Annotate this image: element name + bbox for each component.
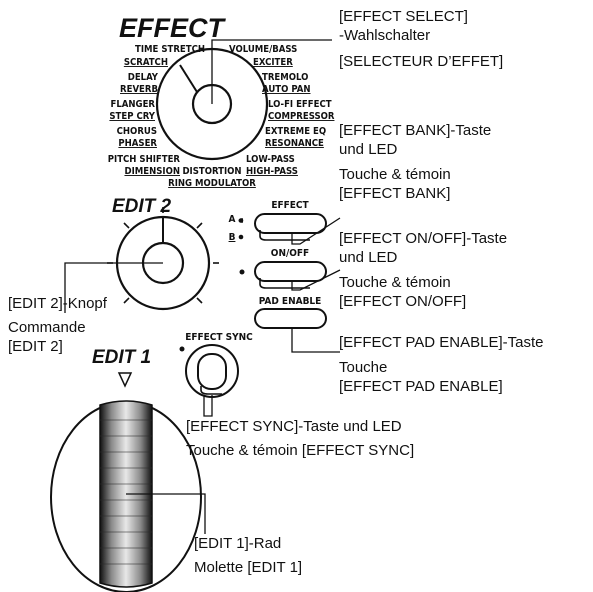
label-dimension: DIMENSION [124, 166, 180, 177]
callout-pad-enable-fr: Touche [EFFECT PAD ENABLE] [339, 358, 503, 396]
callout-pad-enable-fr-line1: Touche [339, 359, 388, 376]
label-phaser: PHASER [118, 138, 157, 149]
label-tremolo: TREMOLO [262, 72, 308, 83]
effect-onoff-button-shadow [259, 278, 310, 289]
label-ring-modulator: RING MODULATOR [168, 178, 256, 189]
label-auto-pan: AUTO PAN [262, 84, 311, 95]
callout-edit2-fr-line2: [EDIT 2] [8, 338, 63, 355]
callout-line-effect-onoff [291, 269, 341, 291]
callout-pad-enable: [EFFECT PAD ENABLE]-Taste [339, 334, 544, 351]
bank-a-led [238, 218, 244, 223]
label-scratch: SCRATCH [124, 57, 168, 68]
label-volume-bass: VOLUME/BASS [229, 44, 297, 55]
label-exciter: EXCITER [253, 57, 293, 68]
label-resonance: RESONANCE [265, 138, 324, 149]
label-step-cry: STEP CRY [109, 111, 155, 122]
label-time-stretch: TIME STRETCH [135, 44, 205, 55]
callout-effect-onoff-line1: [EFFECT ON/OFF]-Taste [339, 230, 508, 247]
callout-effect-sync-fr: Touche & témoin [EFFECT SYNC] [186, 442, 415, 459]
label-high-pass: HIGH-PASS [246, 166, 298, 177]
callout-edit1-fr: Molette [EDIT 1] [194, 559, 303, 576]
callout-effect-onoff-line2: und LED [339, 249, 398, 266]
label-delay: DELAY [128, 72, 159, 83]
callout-effect-select-line1: [EFFECT SELECT] [339, 8, 468, 25]
effect-bank-button-shadow [259, 230, 310, 241]
callout-effect-bank-fr: Touche & témoin [EFFECT BANK] [339, 165, 451, 203]
onoff-led [239, 269, 245, 275]
edit1-wheel-ridges [100, 419, 152, 565]
effect-sync-label: EFFECT SYNC [185, 332, 253, 343]
bank-b-led [238, 234, 244, 240]
callout-effect-onoff: [EFFECT ON/OFF]-Taste und LED [339, 229, 507, 267]
edit2-title: EDIT 2 [112, 196, 172, 217]
callout-effect-select-fr: [SELECTEUR D’EFFET] [339, 53, 504, 70]
callout-pad-enable-fr-line2: [EFFECT PAD ENABLE] [339, 378, 503, 395]
label-chorus: CHORUS [117, 126, 157, 137]
bank-b-label: B [229, 232, 236, 243]
callout-effect-bank: [EFFECT BANK]-Taste und LED [339, 121, 491, 159]
callout-line-edit2 [64, 262, 163, 313]
callout-line-effect-sync [203, 395, 213, 417]
effect-sync-led [179, 346, 185, 352]
label-compressor: COMPRESSOR [268, 111, 335, 122]
effect-sync-button[interactable] [197, 353, 227, 390]
effect-pad-enable-button[interactable] [254, 308, 327, 329]
callout-effect-sync: [EFFECT SYNC]-Taste und LED [186, 418, 402, 435]
bank-a-label: A [229, 214, 236, 225]
label-low-pass: LOW-PASS [246, 154, 295, 165]
pad-enable-label: PAD ENABLE [259, 296, 322, 307]
effect-bank-button[interactable] [254, 213, 327, 234]
edit1-title: EDIT 1 [92, 347, 151, 368]
callout-edit2-fr: Commande [EDIT 2] [8, 318, 86, 356]
effect-select-pointer [179, 64, 198, 93]
callout-effect-onoff-fr-line2: [EFFECT ON/OFF] [339, 293, 467, 310]
onoff-label: ON/OFF [271, 248, 309, 259]
callout-effect-bank-fr-line2: [EFFECT BANK] [339, 185, 451, 202]
callout-effect-onoff-fr-line1: Touche & témoin [339, 274, 451, 291]
effect-title: EFFECT [119, 13, 227, 43]
callout-effect-onoff-fr: Touche & témoin [EFFECT ON/OFF] [339, 273, 466, 311]
callout-effect-select: [EFFECT SELECT] -Wahlschalter [339, 7, 468, 45]
callout-effect-bank-line1: [EFFECT BANK]-Taste [339, 122, 492, 139]
label-extreme-eq: EXTREME EQ [265, 126, 326, 137]
label-reverb: REVERB [120, 84, 158, 95]
callout-line-effect-bank [291, 217, 341, 245]
effect-onoff-button[interactable] [254, 261, 327, 282]
callout-line-pad-enable [291, 328, 340, 353]
callout-edit2-fr-line1: Commande [8, 319, 86, 336]
label-flanger: FLANGER [111, 99, 156, 110]
callout-edit2: [EDIT 2]-Knopf [8, 295, 107, 312]
callout-effect-select-line2: -Wahlschalter [339, 27, 431, 44]
effect-sync-button-shadow [200, 386, 222, 395]
label-pitch-shifter: PITCH SHIFTER [108, 154, 181, 165]
label-distortion: DISTORTION [182, 166, 241, 177]
callout-effect-bank-fr-line1: Touche & témoin [339, 166, 451, 183]
label-lofi-effect: LO-FI EFFECT [268, 99, 332, 110]
callout-effect-bank-line2: und LED [339, 141, 398, 158]
callout-edit1: [EDIT 1]-Rad [194, 535, 282, 552]
effect-bank-label: EFFECT [271, 200, 309, 211]
callout-line-edit1 [126, 493, 206, 534]
edit1-indicator-icon [117, 372, 133, 388]
callout-line-effect-select [211, 39, 332, 104]
